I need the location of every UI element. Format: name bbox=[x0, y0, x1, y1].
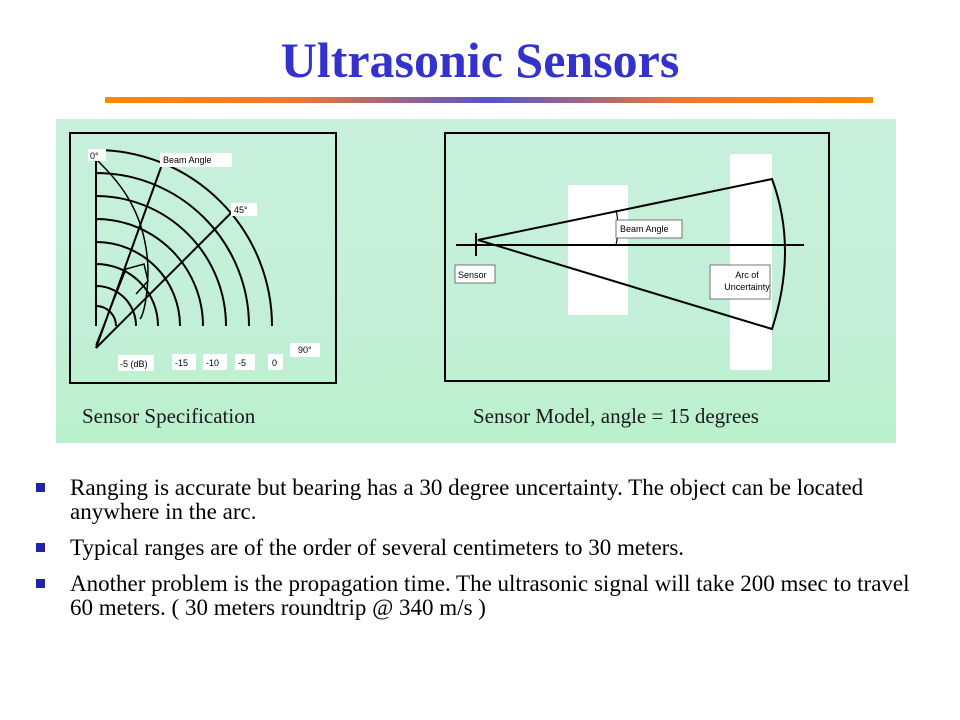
range-arcs bbox=[95, 148, 273, 327]
angle-90-label: 90° bbox=[298, 345, 312, 355]
bullet-item: Ranging is accurate but bearing has a 30… bbox=[36, 476, 916, 524]
beam-pattern-curve bbox=[95, 158, 149, 320]
spec-beam-angle-label: Beam Angle bbox=[163, 155, 212, 165]
label-box bbox=[172, 354, 196, 370]
range-arc bbox=[95, 217, 204, 327]
bullet-text: Another problem is the propagation time.… bbox=[70, 571, 910, 620]
bullet-text: Ranging is accurate but bearing has a 30… bbox=[70, 475, 864, 524]
label-box bbox=[268, 354, 283, 370]
db-label: -10 bbox=[206, 358, 219, 368]
diagonal-45-line bbox=[95, 203, 241, 349]
label-box bbox=[203, 354, 227, 370]
arc-label-line1: Arc of bbox=[735, 270, 759, 280]
label-box bbox=[290, 343, 320, 357]
label-box bbox=[231, 203, 257, 216]
spec-caption: Sensor Specification bbox=[82, 404, 256, 428]
label-box bbox=[615, 219, 683, 239]
angle-45-label: 45° bbox=[234, 205, 248, 215]
sensor-label: Sensor bbox=[458, 270, 487, 280]
model-beam-angle-label: Beam Angle bbox=[620, 224, 669, 234]
bullet-text: Typical ranges are of the order of sever… bbox=[70, 535, 685, 560]
db-scale-labels: -5 (dB) -15 -10 -5 0 bbox=[118, 354, 283, 371]
square-bullet-icon bbox=[36, 579, 45, 588]
label-box bbox=[709, 264, 771, 300]
db-label: -5 bbox=[238, 358, 246, 368]
range-arc bbox=[95, 262, 159, 327]
sensor-diagram-svg: 0° Beam Angle 45° 90° -5 (dB) -15 -10 -5… bbox=[69, 132, 830, 428]
bullet-item: Another problem is the propagation time.… bbox=[36, 572, 916, 620]
model-caption: Sensor Model, angle = 15 degrees bbox=[473, 404, 759, 428]
label-box bbox=[118, 355, 154, 371]
range-arc bbox=[95, 284, 137, 327]
range-arc bbox=[95, 240, 181, 327]
range-arc bbox=[95, 194, 227, 327]
arc-label-line2: Uncertainty bbox=[724, 282, 770, 292]
square-bullet-icon bbox=[36, 483, 45, 492]
label-box bbox=[235, 354, 255, 370]
title-underline bbox=[105, 97, 873, 103]
db-label: -15 bbox=[175, 358, 188, 368]
label-box bbox=[160, 153, 232, 167]
square-bullet-icon bbox=[36, 543, 45, 552]
db-label: 0 bbox=[272, 358, 277, 368]
label-box bbox=[88, 149, 106, 161]
white-panel bbox=[568, 185, 628, 315]
bullet-item: Typical ranges are of the order of sever… bbox=[36, 536, 916, 560]
db-label: -5 (dB) bbox=[120, 359, 148, 369]
label-box bbox=[454, 264, 496, 284]
model-panel-frame bbox=[444, 132, 830, 382]
bullet-list: Ranging is accurate but bearing has a 30… bbox=[36, 476, 916, 632]
beam-cone bbox=[477, 177, 786, 331]
range-arc bbox=[95, 171, 250, 327]
sensor-figure: 0° Beam Angle 45° 90° -5 (dB) -15 -10 -5… bbox=[56, 119, 896, 443]
slide-title: Ultrasonic Sensors bbox=[280, 32, 680, 88]
range-arc bbox=[95, 148, 273, 327]
angle-0-label: 0° bbox=[90, 151, 99, 161]
spec-panel-frame bbox=[69, 132, 337, 384]
white-panel bbox=[730, 154, 772, 370]
beam-lobe-curve bbox=[95, 263, 149, 346]
